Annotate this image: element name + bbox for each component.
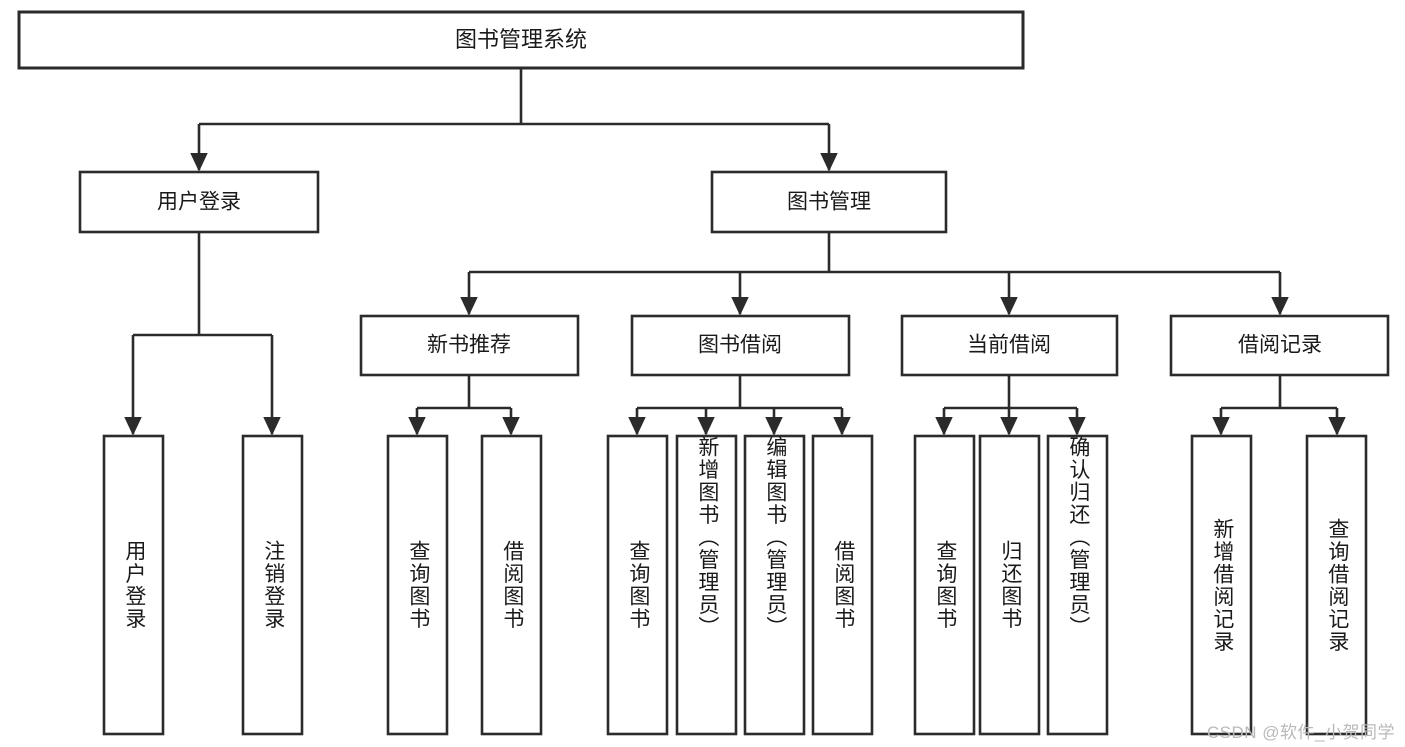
node-current-borrow-label: 当前借阅 bbox=[967, 334, 1051, 357]
node-leaf-borrow-book-2-box[interactable] bbox=[811, 434, 874, 736]
node-current-borrow-box[interactable] bbox=[900, 314, 1119, 377]
node-book-manage-label: 图书管理 bbox=[787, 191, 871, 214]
node-leaf-user-logout-box[interactable] bbox=[241, 434, 304, 736]
node-borrow-record-box[interactable] bbox=[1169, 314, 1390, 377]
node-book-manage-box[interactable] bbox=[710, 170, 948, 234]
node-root-label: 图书管理系统 bbox=[455, 27, 587, 52]
node-new-book-rec-box[interactable] bbox=[359, 314, 580, 377]
node-root-box[interactable] bbox=[17, 10, 1025, 70]
node-book-borrow-box[interactable] bbox=[630, 314, 851, 377]
node-leaf-return-book-box[interactable] bbox=[978, 434, 1041, 736]
node-leaf-edit-book-box[interactable] bbox=[743, 434, 806, 736]
node-leaf-query-book-2-box[interactable] bbox=[606, 434, 669, 736]
node-leaf-add-record-box[interactable] bbox=[1190, 434, 1253, 736]
node-borrow-record-label: 借阅记录 bbox=[1238, 334, 1322, 357]
node-leaf-query-book-3-box[interactable] bbox=[913, 434, 976, 736]
node-book-borrow-label: 图书借阅 bbox=[698, 334, 782, 357]
node-leaf-query-book-1-box[interactable] bbox=[386, 434, 449, 736]
node-leaf-borrow-book-1-box[interactable] bbox=[480, 434, 543, 736]
node-leaf-confirm-return-box[interactable] bbox=[1046, 434, 1109, 736]
node-user-login-label: 用户登录 bbox=[157, 191, 241, 214]
csdn-watermark: CSDN @软件_小贺同学 bbox=[1206, 723, 1395, 742]
node-new-book-rec-label: 新书推荐 bbox=[427, 334, 511, 357]
node-leaf-add-book-box[interactable] bbox=[675, 434, 738, 736]
node-leaf-query-record-box[interactable] bbox=[1305, 434, 1368, 736]
node-leaf-user-login-box[interactable] bbox=[102, 434, 165, 736]
